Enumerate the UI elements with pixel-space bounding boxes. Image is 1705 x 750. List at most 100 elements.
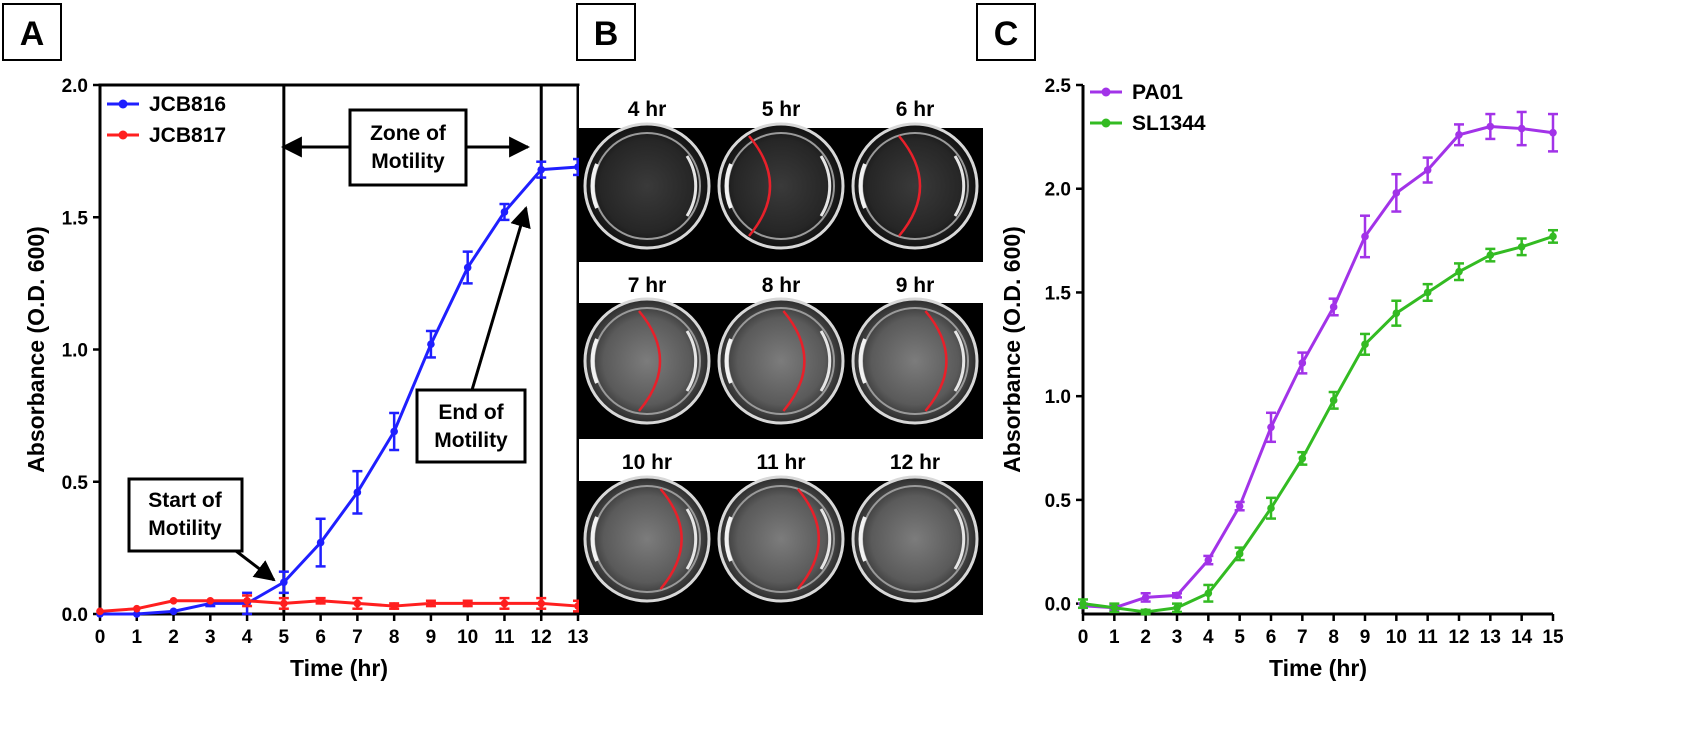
chartA-data-point-JCB816 [169, 607, 178, 616]
chartC-data-point-PA01 [1329, 303, 1338, 311]
chartC-data-point-PA01 [1235, 502, 1244, 510]
chartA-data-point-JCB817 [390, 602, 398, 610]
motility-front-line [898, 135, 922, 237]
chartC-x-tick-label: 4 [1203, 627, 1214, 648]
motility-front-line [796, 488, 820, 590]
well-time-label: 11 hr [756, 451, 805, 474]
chartC-x-tick-label: 11 [1418, 627, 1439, 648]
chartA-data-point-JCB817 [169, 596, 178, 605]
well-highlight [858, 163, 867, 209]
chartC-data-point-SL1344 [1173, 603, 1181, 612]
well-highlight [724, 338, 733, 384]
motility-front-line [782, 310, 806, 412]
chart-c-x-axis-label: Time (hr) [1269, 655, 1367, 681]
chartA-legend-label: JCB816 [149, 93, 226, 116]
chartC-x-tick-label: 6 [1266, 627, 1277, 648]
chartA-data-point-JCB817 [280, 599, 288, 608]
chartA-data-point-JCB817 [353, 599, 362, 608]
well-time-label: 6 hr [896, 98, 935, 121]
chartC-data-point-PA01 [1267, 423, 1275, 432]
chartA-data-point-JCB817 [132, 604, 141, 613]
chartC-data-point-SL1344 [1392, 309, 1401, 317]
chartC-legend-swatch-marker [1101, 118, 1111, 128]
chartA-data-point-JCB816 [463, 263, 472, 272]
chartC-x-tick-label: 1 [1109, 627, 1120, 648]
chartC-x-tick-label: 0 [1078, 627, 1089, 648]
chartA-data-point-JCB816 [280, 578, 288, 587]
chartA-data-point-JCB817 [316, 596, 325, 605]
chartC-x-tick-label: 5 [1234, 627, 1245, 648]
well-row-header [579, 439, 983, 481]
chartA-data-point-JCB817 [463, 599, 472, 608]
panel-label-a: A [2, 3, 62, 61]
chartC-data-point-SL1344 [1455, 267, 1463, 276]
chartC-data-point-SL1344 [1361, 340, 1369, 349]
chartC-legend-swatch-marker [1101, 87, 1111, 97]
chartC-x-tick-label: 14 [1511, 627, 1533, 648]
well-image [851, 475, 979, 603]
chartA-x-tick-label: 0 [95, 627, 106, 648]
chartA-data-point-JCB816 [427, 340, 435, 349]
chartA-x-tick-label: 8 [389, 627, 400, 648]
well-image [717, 297, 845, 425]
well-highlight [819, 330, 832, 392]
chartA-data-point-JCB817 [427, 599, 435, 608]
chartA-x-tick-label: 10 [457, 627, 478, 648]
start-label-line1: Start of [148, 489, 223, 512]
well-image [851, 297, 979, 425]
chartC-x-tick-label: 3 [1172, 627, 1183, 648]
chartA-x-tick-label: 9 [426, 627, 437, 648]
motility-front-line [659, 488, 683, 590]
chartC-y-tick-label: 1.0 [1045, 387, 1071, 408]
chartC-data-point-PA01 [1423, 166, 1432, 174]
well-time-label: 8 hr [762, 274, 801, 297]
chartC-data-point-PA01 [1298, 359, 1307, 367]
chartA-legend-label: JCB817 [149, 124, 226, 147]
chartC-x-tick-label: 12 [1448, 627, 1469, 648]
chartA-y-tick-label: 2.0 [62, 76, 88, 97]
well-image [583, 122, 711, 250]
chart-a-y-axis-label: Absorbance (O.D. 600) [23, 226, 49, 473]
chartA-data-point-JCB817 [243, 596, 251, 605]
panel-label-a-text: A [20, 15, 45, 53]
zone-label-line1: Zone of [370, 122, 447, 145]
chartC-x-tick-label: 7 [1297, 627, 1308, 648]
end-arrow [470, 205, 531, 391]
chartC-data-point-SL1344 [1267, 504, 1275, 512]
chartC-data-point-SL1344 [1486, 251, 1495, 259]
chartC-series-line-SL1344 [1082, 235, 1554, 614]
well-image [851, 122, 979, 250]
well-time-label: 9 hr [896, 274, 935, 297]
chartC-data-point-PA01 [1173, 591, 1181, 600]
chartA-x-tick-label: 1 [131, 627, 142, 648]
chartC-data-point-SL1344 [1079, 599, 1087, 608]
well-time-label: 4 hr [628, 98, 667, 121]
chartC-data-point-SL1344 [1204, 589, 1213, 598]
chartA-data-point-JCB817 [96, 607, 104, 616]
chartC-data-point-SL1344 [1549, 232, 1557, 241]
well-image [583, 297, 711, 425]
chartA-y-tick-label: 0.5 [62, 473, 89, 494]
well-highlight [590, 516, 599, 562]
chartA-x-tick-label: 6 [315, 627, 326, 648]
well-highlight [685, 155, 698, 217]
chartC-y-tick-label: 0.5 [1045, 491, 1072, 512]
motility-front-line [924, 310, 948, 412]
well-highlight [953, 508, 966, 570]
chartA-data-point-JCB816 [132, 610, 141, 618]
well-row-header [579, 86, 983, 128]
well-image [717, 122, 845, 250]
chartC-x-tick-label: 8 [1328, 627, 1339, 648]
chartC-x-tick-label: 10 [1386, 627, 1407, 648]
panel-label-b-text: B [594, 15, 619, 53]
start-label-line2: Motility [148, 517, 222, 540]
well-highlight [724, 516, 733, 562]
chartA-y-tick-label: 1.0 [62, 341, 88, 362]
chartC-y-tick-label: 0.0 [1045, 595, 1071, 616]
chartA-x-tick-label: 3 [205, 627, 216, 648]
well-highlight [858, 338, 867, 384]
